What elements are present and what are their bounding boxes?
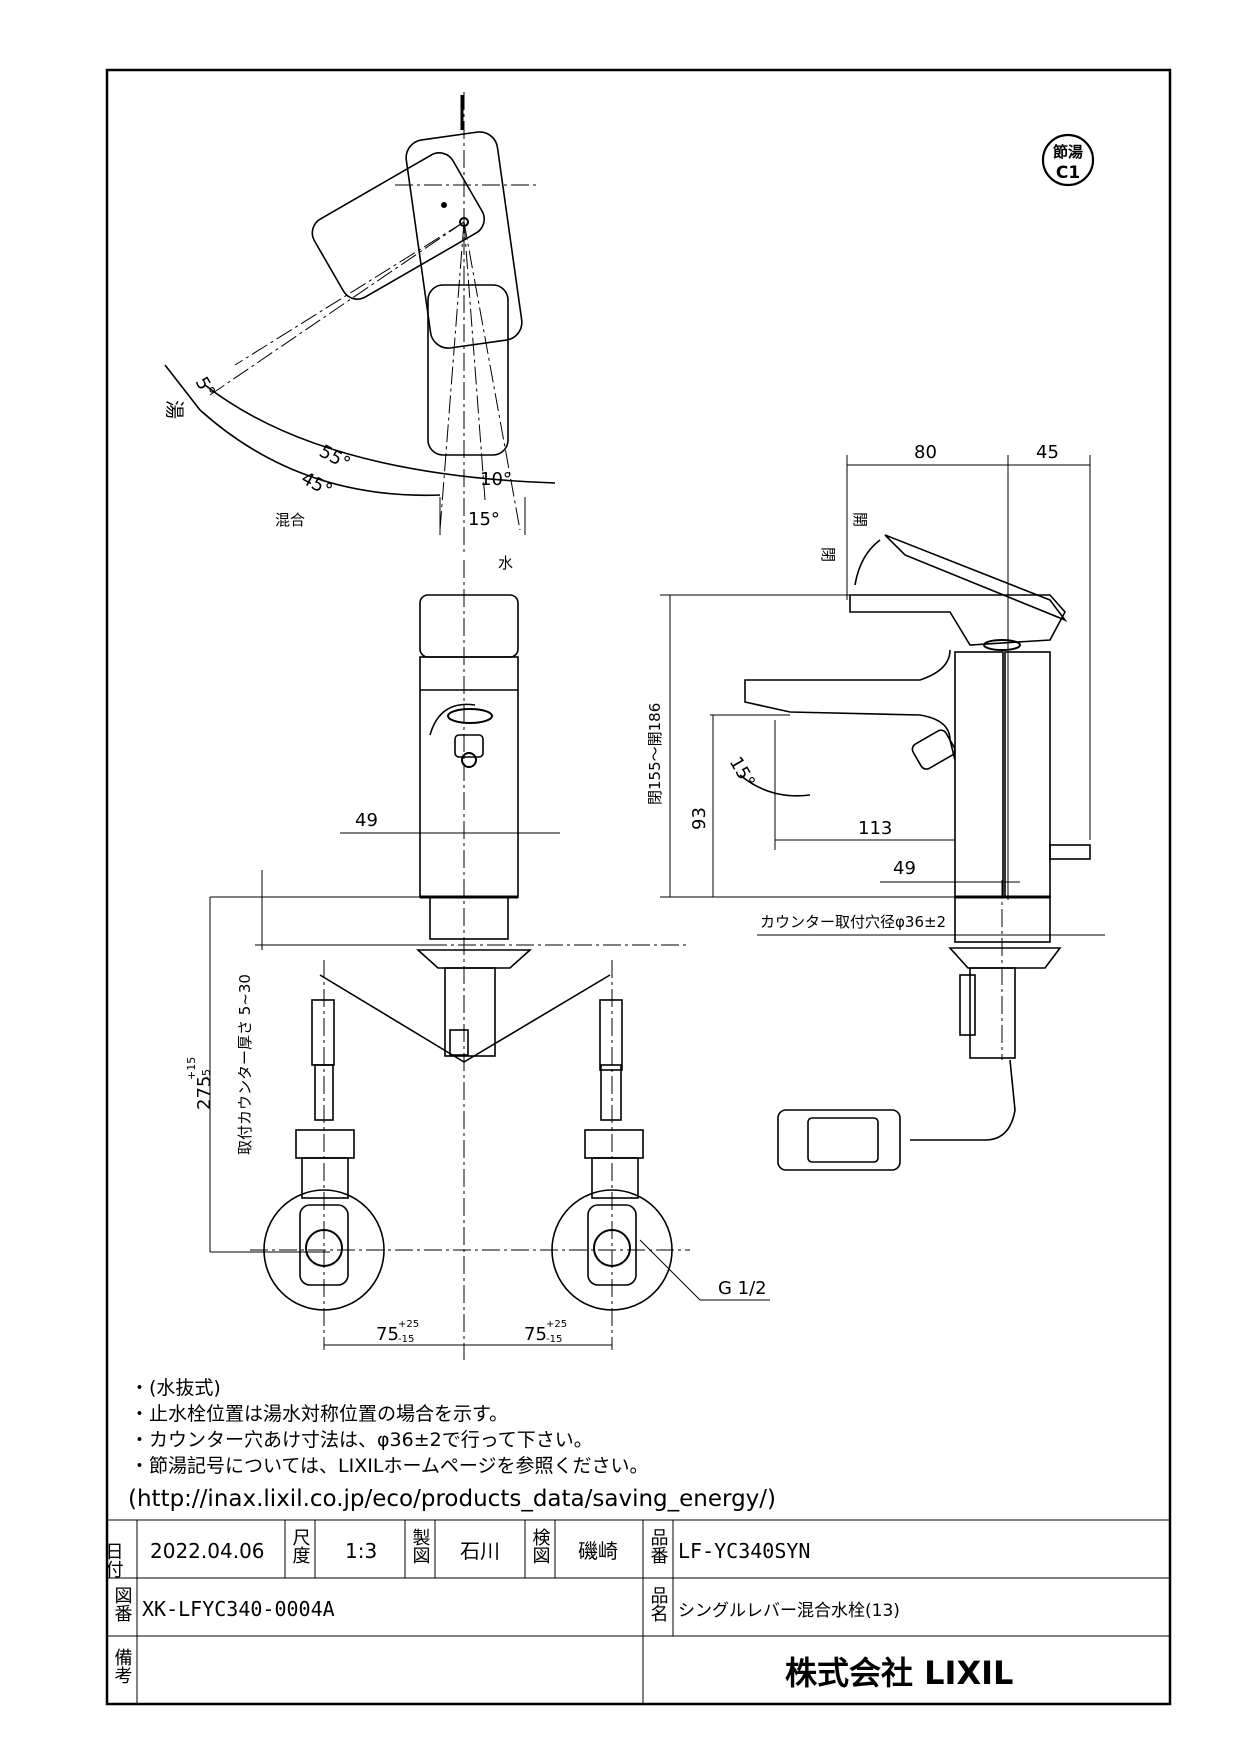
side-dim-113: 113 <box>858 818 892 839</box>
product-name-value: シングルレバー混合水栓(13) <box>678 1601 900 1621</box>
title-block: 日付 2022.04.06 尺度 1:3 製図 石川 検図 磯崎 品番 LF-Y… <box>103 1519 1170 1704</box>
note-line-1: ・(水抜式) <box>130 1377 221 1399</box>
scale-value: 1:3 <box>345 1539 377 1563</box>
drawn-label: 製図 <box>410 1528 431 1564</box>
side-dim-93: 93 <box>689 807 710 830</box>
front-dim-49: 49 <box>355 810 378 831</box>
side-angle-15: 15° <box>725 753 759 791</box>
counter-hole-label: カウンター取付穴径φ36±2 <box>760 913 946 931</box>
label-open: 開 <box>851 512 869 527</box>
side-dim-open-height: 閉155～開186 <box>646 703 664 805</box>
front-dim-left: 75 <box>376 1324 399 1345</box>
side-dim-80: 80 <box>914 442 937 463</box>
side-view: 80 45 開 閉 閉155～開186 93 113 49 15° <box>646 442 1105 1171</box>
drawing-no-label: 図番 <box>112 1586 133 1622</box>
notes: ・(水抜式) ・止水栓位置は湯水対称位置の場合を示す。 ・カウンター穴あけ寸法は… <box>128 1377 776 1512</box>
front-dim-right: 75 <box>524 1324 547 1345</box>
drawing-border <box>105 68 1172 1706</box>
front-dim-right-tol-lower: -15 <box>546 1334 562 1345</box>
side-dim-49: 49 <box>893 858 916 879</box>
label-close: 閉 <box>819 547 837 562</box>
front-dim-height-tol-upper: +15 <box>185 1057 198 1080</box>
date-label: 日付 <box>103 1542 124 1579</box>
thread-label: G 1/2 <box>718 1278 767 1299</box>
front-dim-right-tol-upper: +25 <box>546 1319 567 1330</box>
top-angle-45: 45° <box>298 468 336 502</box>
front-dim-height-tol-lower: -5 <box>200 1069 213 1080</box>
side-dim-45: 45 <box>1036 442 1059 463</box>
top-angle-10: 10° <box>480 469 512 490</box>
note-line-4: ・節湯記号については、LIXILホームページを参照ください。 <box>130 1455 649 1477</box>
badge-bottom-text: C1 <box>1056 163 1080 183</box>
front-dim-left-tol-upper: +25 <box>398 1319 419 1330</box>
scale-label: 尺度 <box>290 1528 311 1564</box>
checked-label: 検図 <box>530 1528 551 1564</box>
note-line-2: ・止水栓位置は湯水対称位置の場合を示す。 <box>130 1403 508 1425</box>
remarks-label: 備考 <box>112 1648 133 1684</box>
top-angle-5: 5° <box>191 373 219 401</box>
top-view: 5° 55° 45° 10° 15° 湯 混合 水 <box>163 92 556 572</box>
part-no-label: 品番 <box>648 1528 669 1564</box>
top-angle-15: 15° <box>468 509 500 530</box>
drawn-value: 石川 <box>460 1539 500 1563</box>
counter-thickness-label: 取付カウンター厚さ 5~30 <box>236 974 254 1155</box>
drawing-no-value: XK-LFYC340-0004A <box>142 1597 335 1621</box>
badge-top-text: 節湯 <box>1053 143 1083 161</box>
front-dim-height: 275 <box>194 1076 215 1110</box>
front-dim-left-tol-lower: -15 <box>398 1334 414 1345</box>
company-name: 株式会社 LIXIL <box>785 1654 1013 1692</box>
checked-value: 磯崎 <box>578 1539 618 1563</box>
note-line-5: (http://inax.lixil.co.jp/eco/products_da… <box>128 1486 776 1512</box>
note-line-3: ・カウンター穴あけ寸法は、φ36±2で行って下さい。 <box>130 1429 593 1451</box>
label-mix: 混合 <box>275 511 305 529</box>
label-hot: 湯 <box>163 400 185 419</box>
front-view: 49 275 +15 -5 取付カウンター厚さ 5~30 75 +25 -15 … <box>185 560 770 1360</box>
part-no-value: LF-YC340SYN <box>678 1539 810 1563</box>
label-water: 水 <box>498 554 513 572</box>
product-name-label: 品名 <box>648 1586 669 1622</box>
date-value: 2022.04.06 <box>150 1539 265 1563</box>
water-saving-badge: 節湯 C1 <box>1041 133 1095 187</box>
